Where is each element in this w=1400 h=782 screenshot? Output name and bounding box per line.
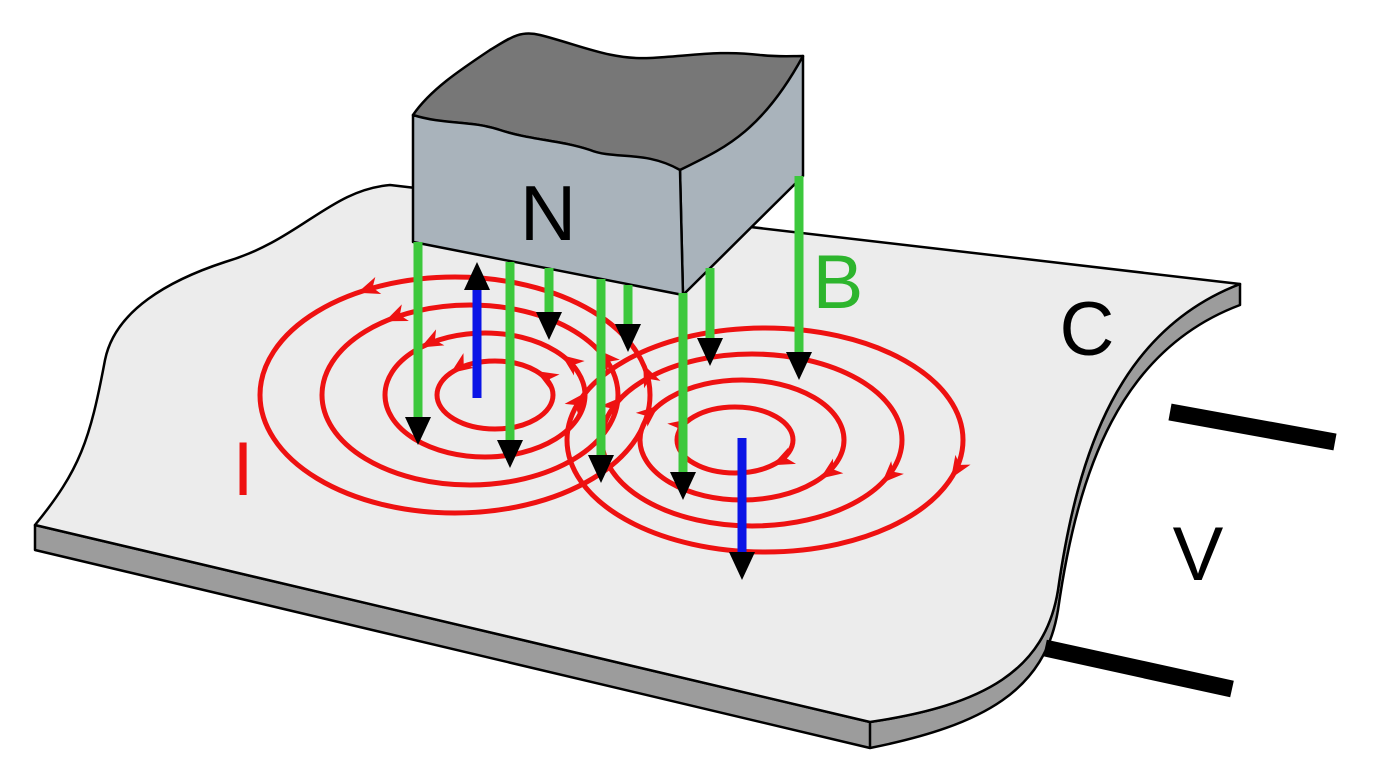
field-line — [786, 176, 812, 380]
force-arrow-arrowhead — [729, 552, 755, 580]
conductor-label: C — [1060, 287, 1115, 372]
eddy-loop-left-3 — [319, 302, 621, 488]
velocity-bar-bottom — [1043, 639, 1234, 698]
velocity-label: V — [1173, 512, 1224, 597]
field-line-arrowhead — [405, 417, 431, 445]
magnetic-field-label: B — [813, 240, 864, 325]
eddy-arrowhead-right — [600, 397, 623, 419]
field-line — [670, 293, 696, 500]
eddy-arrowhead-left — [420, 329, 445, 348]
velocity-indicator — [1043, 403, 1337, 698]
force-arrow-up — [464, 262, 490, 398]
field-line — [697, 268, 723, 366]
eddy-loop-right-outer — [564, 325, 966, 555]
field-line-arrowhead — [697, 338, 723, 366]
eddy-arrowhead-right — [635, 405, 659, 427]
eddy-arrowhead-right — [564, 392, 586, 416]
eddy-arrowhead-left — [385, 304, 409, 322]
field-line — [615, 285, 641, 352]
field-line-arrowhead — [536, 312, 562, 340]
eddy-arrowhead-left — [536, 370, 560, 390]
magnet-front-face — [411, 113, 685, 297]
field-line-arrowhead — [497, 440, 523, 468]
conductor-sheet — [33, 183, 1242, 724]
eddy-loop-right-inner — [674, 404, 796, 476]
field-line — [405, 242, 431, 445]
eddy-arrowhead-right — [951, 454, 971, 479]
eddy-arrowhead-right — [881, 461, 904, 483]
magnet-right-face — [678, 54, 805, 297]
force-arrow-arrowhead — [464, 262, 490, 290]
eddy-arrowhead-left — [561, 355, 585, 376]
eddy-loop-left-inner — [434, 358, 556, 432]
eddy-current-label: I — [232, 427, 253, 512]
velocity-bar-top — [1168, 403, 1337, 451]
field-line — [497, 262, 523, 468]
eddy-arrowhead-left — [357, 277, 382, 295]
eddy-arrowhead-right — [772, 447, 797, 466]
eddy-arrowhead-left — [450, 353, 474, 374]
field-line-arrowhead — [588, 455, 614, 483]
field-line — [536, 268, 562, 340]
force-arrow-down — [729, 438, 755, 580]
eddy-arrowhead-right — [820, 458, 844, 479]
north-pole-label: N — [520, 169, 576, 257]
field-line-arrowhead — [786, 352, 812, 380]
eddy-loop-left-outer — [257, 274, 653, 516]
eddy-arrowhead-left — [643, 364, 661, 389]
force-arrows — [464, 262, 755, 580]
field-line-arrowhead — [670, 472, 696, 500]
field-line — [588, 279, 614, 483]
field-line-arrowhead — [615, 324, 641, 352]
magnetic-field-lines — [405, 176, 812, 500]
magnet-north-pole: N — [411, 32, 805, 297]
